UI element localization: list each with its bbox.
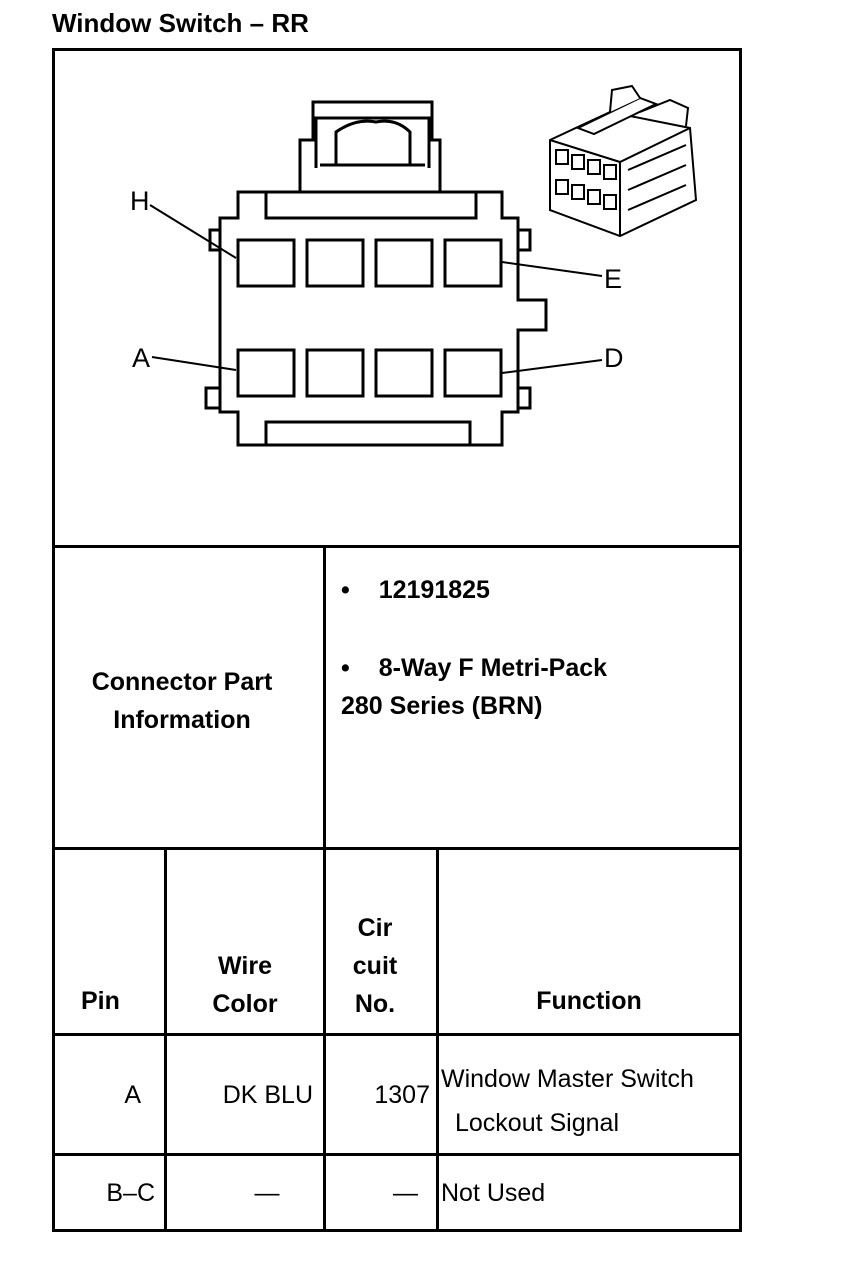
row-bc-wire-color: — [254,1179,280,1207]
row-a-wire-color: DK BLU [222,1081,313,1109]
description-item: • 8-Way F Metri-Pack [341,649,731,687]
pin-label-a: A [132,343,150,373]
row-a-function: Window Master Switch Lockout Signal [441,1057,737,1145]
cavity-row-bottom [236,348,503,398]
pin-label-h: H [130,186,150,216]
header-wire-color: Wire Color [167,947,323,1023]
header-wire-color-line2: Color [212,990,278,1018]
connector-3d-view [549,84,698,238]
header-circuit-line1: Cir [357,914,393,942]
connector-latch [298,100,442,192]
bullet-glyph: • [341,654,350,682]
part-number-item: • 12191825 [341,571,731,609]
connector-info-label: Connector Part Information [55,663,309,739]
pin-label-e: E [604,264,622,294]
pin-label-d: D [604,343,624,373]
connector-diagram: H E A D [130,84,698,447]
header-function: Function [536,987,642,1015]
header-wire-color-line1: Wire [218,952,272,980]
row-a-pin: A [124,1081,141,1109]
cavity-row-top [236,238,503,288]
connector-info-label-line2: Information [113,706,251,734]
header-pin: Pin [81,987,120,1015]
row-a-function-line2: Lockout Signal [455,1109,620,1137]
connector-info-values: • 12191825 • 8-Way F Metri-Pack 280 Seri… [341,571,731,725]
connector-table: Connector Part Information • 12191825 • … [52,48,742,1232]
description-line1: 8-Way F Metri-Pack [378,654,608,682]
header-circuit-line2: cuit [352,952,398,980]
header-circuit-line3: No. [354,990,396,1018]
bullet-glyph: • [341,576,350,604]
row-bc-circuit: — [393,1179,418,1207]
row-bc-function: Not Used [441,1179,546,1207]
connector-housing [218,190,548,447]
row-a-function-line1: Window Master Switch [441,1065,694,1093]
description-line2: 280 Series (BRN) [341,692,543,720]
page-title: Window Switch – RR [52,8,309,38]
row-a-circuit: 1307 [374,1081,430,1109]
row-bc-pin: B–C [106,1179,155,1207]
header-circuit-no: Cir cuit No. [326,909,424,1023]
connector-info-label-line1: Connector Part [91,668,273,696]
part-number: 12191825 [378,576,490,604]
